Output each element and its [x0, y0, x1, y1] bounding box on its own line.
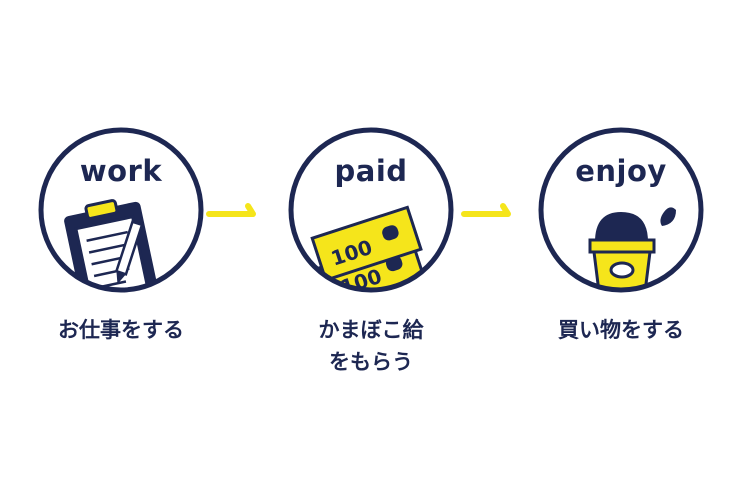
arrow-icon	[206, 203, 256, 217]
drip-icon	[660, 207, 676, 226]
arrow-icon	[461, 203, 511, 217]
step-caption-work: お仕事をする	[58, 318, 184, 342]
pencil-icon	[114, 220, 144, 285]
step-caption-paid: かまぼこ給 をもらう	[318, 318, 424, 374]
step-title-paid: paid	[334, 154, 408, 188]
step-paid-circle: 100 100	[288, 127, 454, 293]
ice-cream-cup-icon	[588, 212, 656, 290]
step-title-work: work	[79, 154, 163, 188]
step-work-circle	[38, 127, 204, 293]
step-caption-enjoy: 買い物をする	[558, 318, 684, 342]
banknote-icon: 100 100	[310, 205, 427, 290]
step-title-enjoy: enjoy	[575, 154, 667, 188]
step-enjoy-circle	[538, 127, 704, 293]
